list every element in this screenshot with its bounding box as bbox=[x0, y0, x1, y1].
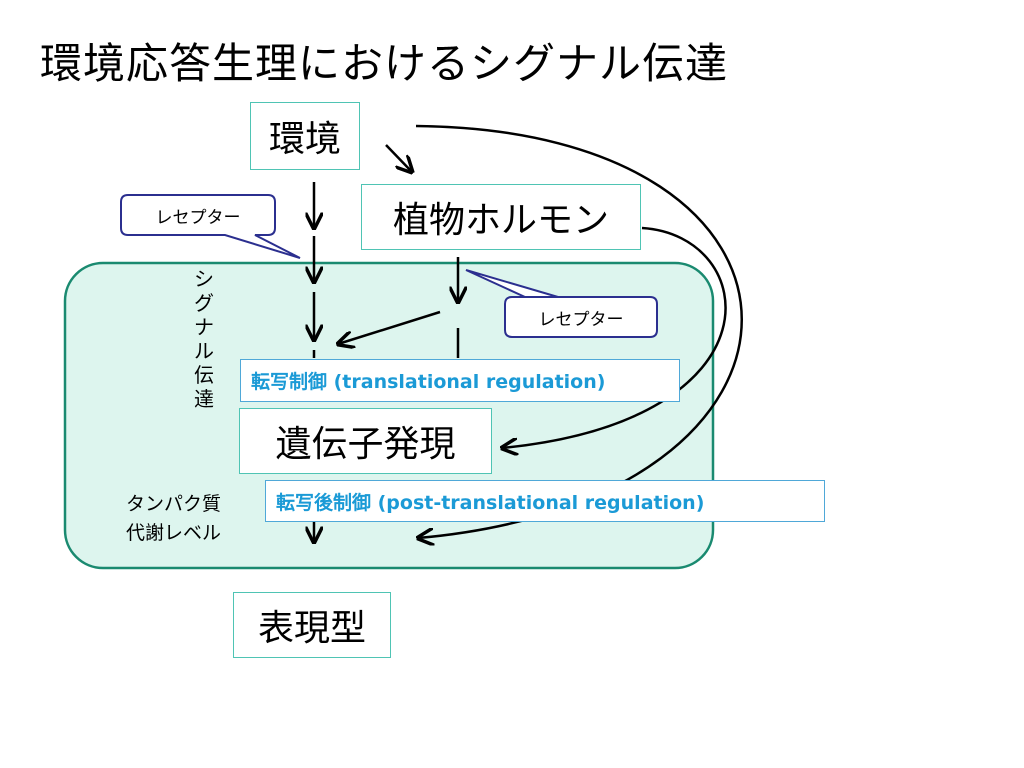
page-title: 環境応答生理におけるシグナル伝達 bbox=[40, 39, 729, 88]
protein-metabolism-label-line2: 代謝レベル bbox=[126, 522, 222, 544]
arrow-hormone-to-gene bbox=[502, 226, 727, 448]
receptor-callout-left-shape bbox=[120, 194, 301, 259]
arrow-hormone-to-signal bbox=[338, 310, 441, 344]
vertical-label-char: グ bbox=[194, 291, 214, 315]
vertical-label-char: 伝 bbox=[194, 363, 214, 387]
protein-metabolism-label-line1: タンパク質 bbox=[126, 493, 222, 515]
arrow-env-to-hormone bbox=[385, 144, 412, 172]
post-transcriptional-regulation-label: 転写後制御 (post-translational regulation) bbox=[265, 480, 825, 522]
phenotype-node: 表現型 bbox=[233, 592, 391, 658]
receptor-label-right: レセプター bbox=[538, 309, 624, 330]
vertical-label-char: ナ bbox=[194, 315, 214, 339]
gene-expression-node: 遺伝子発現 bbox=[239, 408, 492, 474]
receptor-label-left: レセプター bbox=[155, 207, 241, 228]
transcriptional-regulation-label: 転写制御 (translational regulation) bbox=[240, 359, 680, 402]
vertical-label-char: ル bbox=[194, 339, 214, 363]
vertical-label-char: 達 bbox=[194, 387, 214, 411]
signal-transduction-vertical-label: シグナル伝達 bbox=[192, 267, 216, 411]
environment-node: 環境 bbox=[250, 102, 360, 170]
plant-hormone-node: 植物ホルモン bbox=[361, 184, 641, 250]
receptor-callout-right-shape bbox=[465, 269, 658, 338]
vertical-label-char: シ bbox=[194, 267, 214, 291]
